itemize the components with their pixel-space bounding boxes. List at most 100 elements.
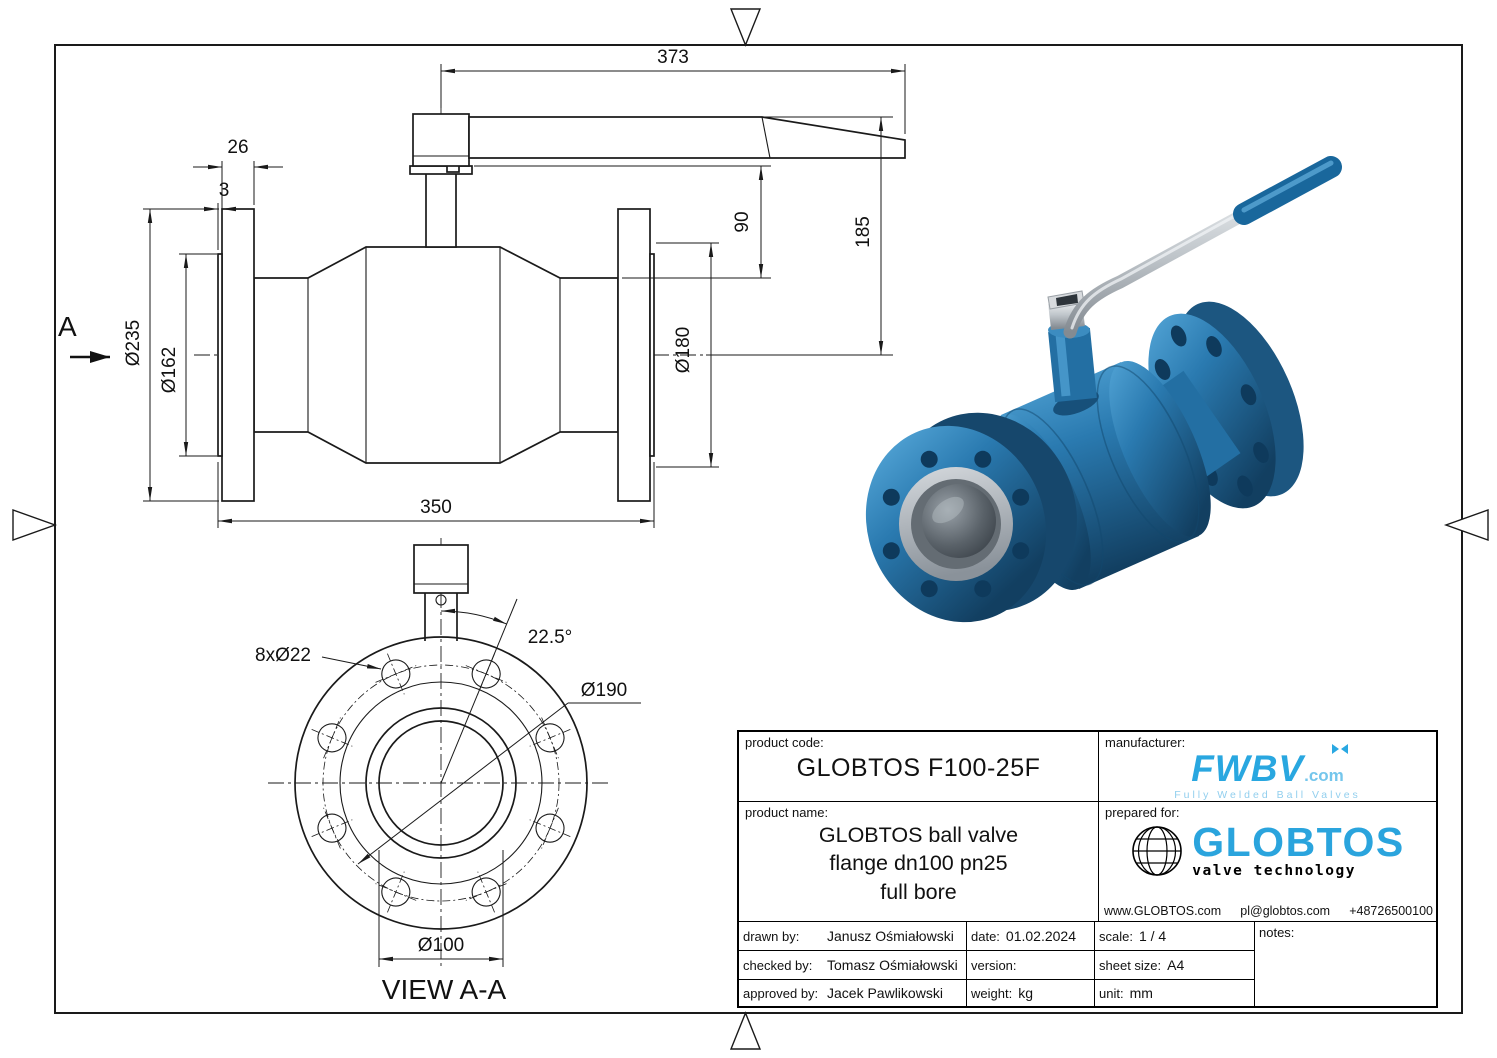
dim-flange-diameter: Ø235 — [123, 208, 219, 502]
dim-190-text: Ø190 — [581, 680, 627, 701]
front-view: 22.5° 8xØ22 Ø190 Ø100 VIEW A-A — [255, 538, 641, 1005]
globtos-tagline: valve technology — [1192, 862, 1356, 879]
scale-cell: scale: 1 / 4 — [1095, 922, 1255, 951]
weight-value: kg — [1018, 985, 1033, 1001]
contact-line: www.GLOBTOS.com pl@globtos.com +48726500… — [1104, 904, 1433, 918]
globtos-logo: GLOBTOS valve technology — [1099, 819, 1436, 879]
manufacturer-label: manufacturer: — [1105, 735, 1186, 750]
bolt-hole — [375, 653, 417, 695]
dim-angle-text: 22.5° — [528, 627, 573, 648]
weight-cell: weight: kg — [967, 980, 1095, 1006]
scale-label: scale: — [1099, 928, 1133, 944]
sheet-size-value: A4 — [1167, 957, 1185, 973]
view-aa-label: VIEW A-A — [382, 974, 507, 1005]
dim-bore: Ø100 — [378, 850, 504, 967]
center-mark-right — [1443, 509, 1489, 541]
dim-right-flange-diameter: Ø180 — [656, 242, 719, 468]
dim-235-text: Ø235 — [123, 320, 144, 366]
drawn-by-value: Janusz Ośmiałowski — [827, 928, 954, 944]
section-label-a: A — [58, 311, 77, 342]
product-name-label: product name: — [745, 805, 829, 820]
center-mark-left — [12, 509, 58, 541]
flange-outline — [294, 636, 588, 930]
unit-cell: unit: mm — [1095, 980, 1255, 1006]
version-label: version: — [971, 957, 1017, 973]
product-code-label: product code: — [745, 735, 824, 750]
checked-by-value: Tomasz Ośmiałowski — [827, 957, 958, 973]
sheet-size-cell: sheet size: A4 — [1095, 951, 1255, 980]
manufacturer-cell: manufacturer: FWBV.com Fully Welded Ball… — [1099, 732, 1436, 802]
date-value: 01.02.2024 — [1005, 928, 1076, 944]
checked-by-label: checked by: — [743, 957, 813, 973]
product-code-value: GLOBTOS F100-25F — [796, 754, 1041, 782]
notes-label: notes: — [1259, 925, 1295, 940]
sheet-frame — [12, 8, 1489, 1050]
email: pl@globtos.com — [1240, 904, 1331, 918]
bore-3d — [922, 484, 996, 558]
dim-350-text: 350 — [420, 497, 452, 518]
dim-180-text: Ø180 — [673, 327, 694, 373]
dim-bolt-circle: Ø190 — [357, 680, 641, 865]
title-block: product code: GLOBTOS F100-25F manufactu… — [737, 730, 1438, 1008]
bolt-hole — [529, 807, 571, 849]
left-flange — [221, 208, 255, 502]
dim-stem-height: 90 — [474, 165, 771, 279]
dim-373-text: 373 — [657, 47, 689, 68]
bore-outline — [378, 720, 504, 846]
sheet-size-label: sheet size: — [1099, 957, 1162, 973]
bolt-hole — [529, 717, 571, 759]
product-name-cell: product name: GLOBTOS ball valve flange … — [739, 802, 1099, 922]
bolt-hole — [311, 807, 353, 849]
center-mark-bottom — [729, 1011, 762, 1050]
dim-flange-thickness: 26 — [193, 137, 283, 205]
center-mark-top — [729, 8, 762, 47]
dim-162-text: Ø162 — [159, 347, 180, 393]
unit-value: mm — [1129, 985, 1153, 1001]
dim-bolt-holes: 8xØ22 — [255, 645, 382, 670]
dim-face-to-face: 350 — [217, 462, 655, 528]
stem-3d — [1048, 327, 1097, 403]
approved-by-cell: approved by: Jacek Pawlikowski — [739, 980, 967, 1006]
bolt-hole — [465, 871, 507, 913]
prepared-for-cell: prepared for: GLOBTOS valve technology w… — [1099, 802, 1436, 922]
fwbv-logo-text: FWBV — [1191, 748, 1305, 789]
notes-cell: notes: — [1255, 922, 1436, 1006]
product-code-cell: product code: GLOBTOS F100-25F — [739, 732, 1099, 802]
checked-by-cell: checked by: Tomasz Ośmiałowski — [739, 951, 967, 980]
handle-side — [468, 116, 906, 159]
dim-26-text: 26 — [227, 137, 248, 158]
fwbv-logo-suffix: .com — [1304, 766, 1344, 785]
valve-bowtie-icon — [1331, 744, 1348, 754]
drawn-by-label: drawn by: — [743, 928, 800, 944]
dim-raised-face-diameter: Ø162 — [159, 253, 217, 457]
bolt-hole — [311, 717, 353, 759]
valve-3d-render — [865, 156, 1342, 623]
prepared-for-label: prepared for: — [1105, 805, 1180, 820]
unit-label: unit: — [1099, 985, 1124, 1001]
phone: +48726500100 — [1349, 904, 1433, 918]
product-name-line2: flange dn100 pn25 — [829, 851, 1008, 876]
date-cell: date: 01.02.2024 — [967, 922, 1095, 951]
globtos-logo-text: GLOBTOS — [1192, 819, 1405, 865]
globe-icon — [1132, 826, 1183, 876]
handle-grip-3d — [1233, 156, 1342, 225]
dim-8x22-text: 8xØ22 — [255, 645, 311, 666]
dim-bolt-angle: 22.5° — [440, 598, 573, 784]
fwbv-logo: FWBV.com Fully Welded Ball Valves — [1099, 744, 1436, 801]
dim-handle-height: 185 — [764, 116, 893, 355]
dim-handle-length: 373 — [440, 47, 906, 134]
date-label: date: — [971, 928, 1000, 944]
fwbv-tagline: Fully Welded Ball Valves — [1174, 789, 1361, 801]
bolt-hole — [375, 871, 417, 913]
weight-label: weight: — [971, 985, 1013, 1001]
bolt-circle — [322, 664, 560, 902]
website: www.GLOBTOS.com — [1104, 904, 1222, 918]
dim-3-text: 3 — [219, 180, 230, 201]
dim-185-text: 185 — [853, 216, 874, 248]
approved-by-label: approved by: — [743, 985, 819, 1001]
scale-value: 1 / 4 — [1138, 928, 1167, 944]
right-flange — [617, 208, 651, 502]
approved-by-value: Jacek Pawlikowski — [827, 985, 943, 1001]
